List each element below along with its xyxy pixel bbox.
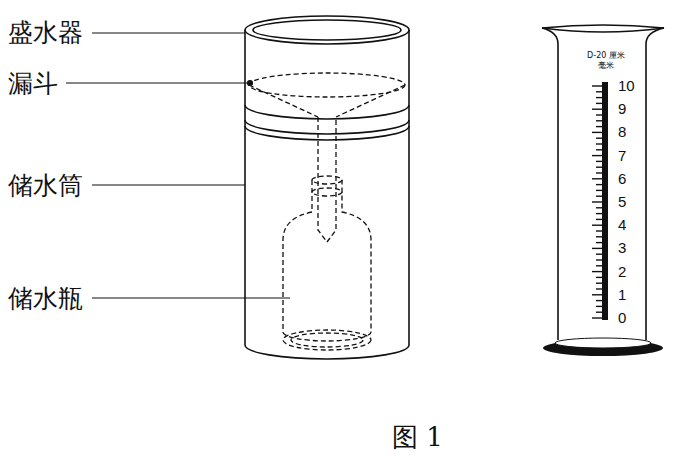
scale-number: 2 xyxy=(618,264,626,279)
figure-caption: 图 1 xyxy=(392,424,443,450)
scale-number: 3 xyxy=(618,240,626,255)
scale-number: 7 xyxy=(618,148,626,163)
scale-number: 6 xyxy=(618,171,626,186)
part-label: 储水瓶 xyxy=(8,286,83,311)
scale-number: 4 xyxy=(618,217,626,232)
scale-number: 1 xyxy=(618,287,626,302)
part-label: 盛水器 xyxy=(8,20,83,45)
part-label: 漏斗 xyxy=(8,71,58,96)
scale-number: 9 xyxy=(618,101,626,116)
scale-number: 10 xyxy=(618,78,635,93)
scale-number: 0 xyxy=(618,310,626,325)
scale-number: 8 xyxy=(618,124,626,139)
scale-number: 5 xyxy=(618,194,626,209)
unit-label: D-20 厘米 xyxy=(587,52,625,60)
part-label: 储水筒 xyxy=(8,173,83,198)
unit-label: 毫米 xyxy=(598,62,614,70)
